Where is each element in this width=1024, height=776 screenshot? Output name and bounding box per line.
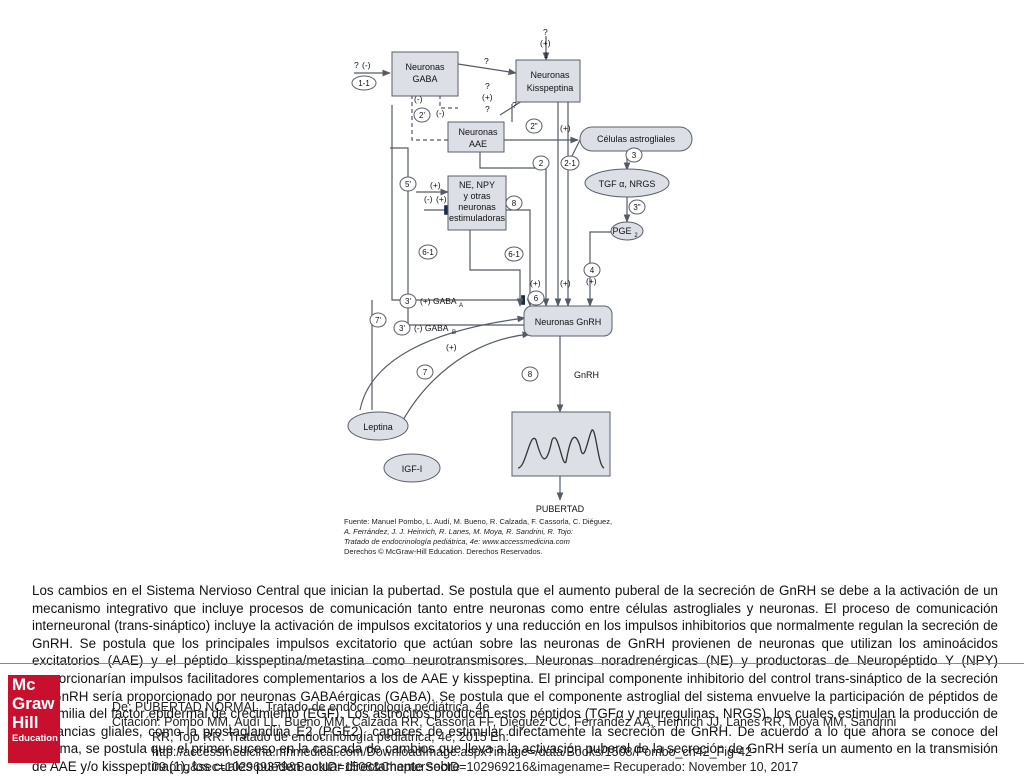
ne-label-1: NE, NPY	[459, 180, 495, 190]
citation-line-4[interactable]: http://accessmedicina.mhmedical.com/Down…	[152, 745, 757, 759]
aae-label-2: AAE	[469, 139, 487, 149]
circle-2pp: 2"	[530, 122, 537, 131]
leptina-label: Leptina	[363, 422, 393, 432]
circle-6-1-a: 6-1	[422, 248, 434, 257]
circle-3p-b: 3'	[399, 324, 405, 333]
circle-5p: 5'	[405, 180, 411, 189]
sign-minus-ne: (-)	[424, 194, 433, 204]
sign-plus-b: (+)	[482, 92, 493, 102]
circle-7p: 7'	[375, 316, 381, 325]
sign-plus-lep: (+)	[446, 342, 457, 352]
sign-gaba-b-sub: B	[452, 330, 456, 336]
tgf-label: TGF α, NRGS	[599, 179, 656, 189]
sign-plus-astro: (+)	[560, 123, 571, 133]
sign-plus-ne2: (+)	[436, 194, 447, 204]
footer-divider	[0, 663, 1024, 664]
diagram-source: Fuente: Manuel Pombo, L. Audí, M. Bueno,…	[343, 517, 612, 556]
circle-3p-a: 3'	[405, 297, 411, 306]
sign-gaba-a: (+) GABA	[420, 296, 457, 306]
logo-line-3: Hill	[12, 713, 39, 732]
logo-line-1: Mc	[12, 675, 36, 694]
source-line-4: Derechos © McGraw-Hill Education. Derech…	[344, 547, 543, 556]
sign-q4: ?	[485, 104, 490, 114]
citation-line-2: Citación: Pombo MM, Audí LL, Bueno MM, C…	[112, 715, 897, 729]
pulse-output-box	[511, 411, 611, 477]
sign-gaba-a-sub: A	[459, 303, 463, 309]
sign-minus-c: (-)	[436, 108, 445, 118]
gnrh-box	[523, 305, 613, 337]
sign-minus-b: (-)	[414, 94, 423, 104]
sign-q2: ?	[484, 56, 489, 66]
astroglial-label: Células astrogliales	[597, 134, 676, 144]
gnrh-arrow-label: GnRH	[574, 370, 599, 380]
circle-3: 3	[632, 151, 637, 160]
sign-plus-g2: (+)	[560, 278, 571, 288]
logo-line-2: Graw	[12, 694, 55, 713]
sign-minus-a: (-)	[362, 60, 371, 70]
citation-line-3: RR, Tojo RR. Tratado de endocrinología p…	[152, 730, 509, 744]
pge-ellipse	[610, 221, 644, 241]
gaba-label-1: Neuronas	[405, 62, 445, 72]
circle-1: 1	[544, 51, 549, 60]
sign-q1: ?	[354, 60, 359, 70]
pubertad-label: PUBERTAD	[536, 504, 585, 514]
gaba-box	[391, 51, 459, 97]
aae-box	[447, 121, 505, 153]
step-circles	[351, 75, 646, 382]
sign-labels: ? (-) ? (+) ? ? (+) ? ? (-) (-) (+) (+) …	[354, 27, 597, 352]
source-line-2: A. Ferrández, J. J. Heinrich, R. Lanes, …	[343, 527, 573, 536]
kisspeptina-box	[515, 59, 581, 103]
tgf-ellipse	[584, 168, 670, 198]
citation-block: De: PUBERTAD NORMAL, Tratado de endocrin…	[112, 700, 992, 775]
sign-gaba-b: (-) GABA	[414, 323, 449, 333]
source-line-1: Fuente: Manuel Pombo, L. Audí, M. Bueno,…	[344, 517, 612, 526]
source-line-3: Tratado de endocrinología pediátrica, 4e…	[344, 537, 570, 546]
leptina-ellipse	[347, 411, 409, 441]
sign-plus-g3: (+)	[586, 276, 597, 286]
ne-label-3: neuronas	[458, 202, 496, 212]
circle-2p: 2'	[419, 111, 425, 120]
kiss-label-1: Neuronas	[530, 70, 570, 80]
connectors	[354, 36, 631, 501]
pge-label: PGE	[612, 226, 631, 236]
circle-7: 7	[423, 368, 428, 377]
citation-line-1: De: PUBERTAD NORMAL, Tratado de endocrin…	[112, 700, 490, 714]
figure-caption: Los cambios en el Sistema Nervioso Centr…	[32, 583, 998, 774]
circle-6-1-b: 6-1	[508, 250, 520, 259]
circle-3pp: 3"	[633, 203, 640, 212]
ne-label-2: y otras	[463, 191, 491, 201]
node-boxes	[347, 51, 693, 483]
circle-4: 4	[590, 266, 595, 275]
circle-1-1: 1-1	[358, 79, 370, 88]
mcgraw-hill-logo: Mc Graw Hill Education	[8, 675, 60, 763]
logo-line-4: Education	[12, 733, 58, 744]
step-circle-labels: 1-1 1 2' 2" 2 2-1 3 3" 4 5' 6 6-1 6-1 8 …	[358, 51, 641, 379]
circle-8-a: 8	[512, 199, 517, 208]
pulse-waveform	[517, 429, 605, 469]
circle-8-b: 8	[528, 370, 533, 379]
sign-plus-top: (+)	[540, 38, 551, 48]
aae-label-1: Neuronas	[458, 127, 498, 137]
circle-2-1: 2-1	[564, 159, 576, 168]
kiss-label-2: Kisspeptina	[527, 83, 574, 93]
sign-q-top: ?	[543, 27, 548, 37]
circle-6: 6	[534, 294, 539, 303]
ne-box	[447, 175, 507, 231]
igf-label: IGF-I	[402, 464, 423, 474]
node-labels: Neuronas GABA Neuronas Kisspeptina Neuro…	[363, 62, 675, 514]
ne-label-4: estimuladoras	[449, 213, 506, 223]
circle-2: 2	[539, 159, 544, 168]
puberty-diagram: Neuronas GABA Neuronas Kisspeptina Neuro…	[343, 27, 693, 556]
sign-plus-g1: (+)	[530, 278, 541, 288]
gaba-label-2: GABA	[412, 74, 437, 84]
igf-ellipse	[383, 453, 441, 483]
gnrh-label: Neuronas GnRH	[535, 317, 602, 327]
pge-subscript: 2	[634, 233, 638, 239]
sign-plus-ne1: (+)	[430, 180, 441, 190]
sign-q5: ?	[512, 100, 517, 110]
sign-q3: ?	[485, 81, 490, 91]
